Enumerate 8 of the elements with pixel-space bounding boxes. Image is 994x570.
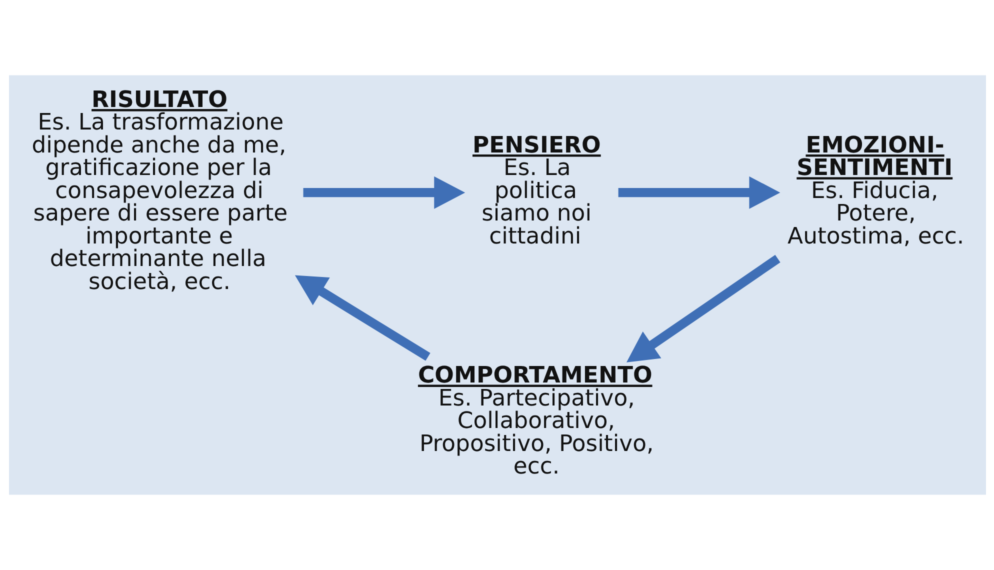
node-text: EMOZIONI-SENTIMENTI Es. Fiducia, Potere, Autostima, ecc.	[787, 132, 964, 250]
node-text: PENSIERO Es. La politica siamo noi cittadini	[472, 132, 600, 250]
arrow	[618, 176, 780, 209]
arrow	[626, 254, 780, 362]
node-text: RISULTATO Es. La trasformazione dipende anche da me, gratificazione per la consapevolezza di sapere di essere parte importante e determinante nella società, ecc.	[31, 87, 288, 295]
arrow	[294, 275, 430, 361]
arrow	[302, 176, 465, 209]
node-text: COMPORTAMENTO Es. Partecipativo, Collaborativo, Propositivo, Positivo, ecc.	[417, 362, 654, 480]
